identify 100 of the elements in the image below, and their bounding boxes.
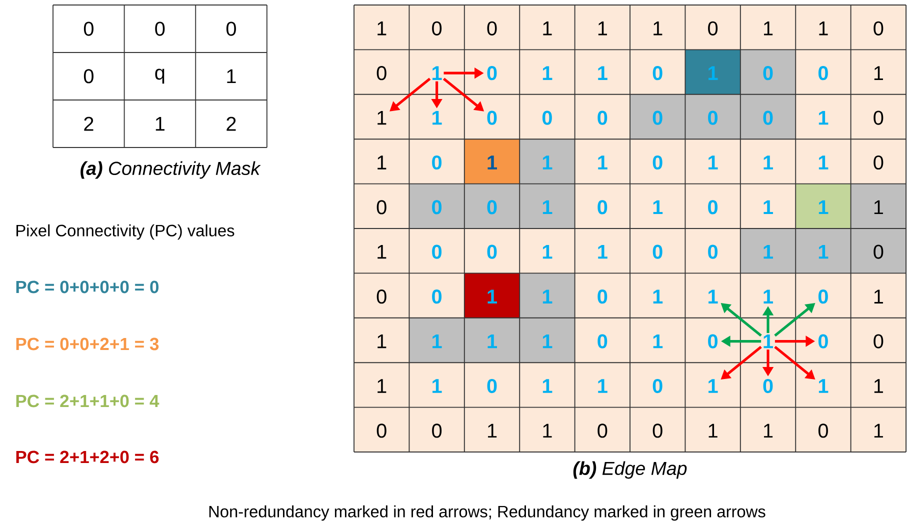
- pc-formula: PC = 2+1+2+0 = 6: [16, 450, 159, 464]
- caption: (a) Connectivity Mask: [80, 161, 261, 179]
- grid-cell: 0: [740, 362, 796, 408]
- node-label: 0: [652, 378, 662, 394]
- grid-cell: 0: [630, 407, 686, 452]
- grid-cell: 0: [464, 5, 520, 50]
- mask-cell: 2: [84, 116, 94, 131]
- grid-cell: 1: [354, 318, 410, 363]
- grid-cell: 0: [740, 94, 796, 140]
- node-label: 0: [487, 110, 497, 125]
- grid-cell: 1: [354, 94, 410, 140]
- node-label: 1: [819, 22, 828, 36]
- node-label: 1: [378, 334, 386, 348]
- grid-cell: 0: [409, 184, 464, 228]
- grid-cell: 1: [574, 50, 630, 94]
- grid-cell: 0: [850, 5, 906, 50]
- node-label: 0: [652, 155, 662, 170]
- grid-cell: 1: [520, 228, 575, 274]
- grid-cell: 1: [520, 407, 575, 452]
- grid-cell: 1: [630, 273, 686, 318]
- node-label: 1: [598, 379, 608, 393]
- grid-cell: 1: [796, 94, 851, 140]
- node-label: 1: [764, 200, 773, 214]
- grid-cell: 1: [630, 5, 686, 50]
- node-label: 0: [432, 244, 442, 259]
- grid-cell: 0: [685, 318, 740, 363]
- grid-cell: 1: [464, 318, 520, 363]
- node-label: 0: [763, 378, 773, 394]
- grid-cell: 1: [520, 5, 575, 50]
- node-label: 1: [543, 424, 552, 438]
- grid-cell: 1: [685, 362, 740, 408]
- node-label: 1: [378, 244, 386, 259]
- node-label: 1: [542, 156, 552, 170]
- grid-cell: 1: [740, 228, 796, 274]
- grid-cell: 0: [464, 50, 520, 94]
- node-label: 0: [652, 244, 662, 259]
- node-label: 0: [818, 424, 828, 438]
- node-label: 0: [487, 378, 497, 394]
- heading: Pixel Connectivity (PC) values: [16, 224, 234, 240]
- node-label: 1: [378, 110, 386, 125]
- node-label: 0: [598, 334, 608, 348]
- node-label: 1: [818, 244, 828, 259]
- node-label: 1: [542, 334, 552, 348]
- grid-cell: 0: [850, 318, 906, 363]
- grid-cell: 1: [630, 184, 686, 228]
- node-label: 0: [874, 155, 884, 170]
- mask-cell: 2: [226, 116, 236, 131]
- node-label: 0: [874, 21, 884, 36]
- grid-cell: 0: [685, 5, 740, 50]
- node-label: 1: [543, 22, 552, 36]
- node-label: 1: [818, 156, 828, 170]
- grid-cell: 0: [850, 94, 906, 140]
- node-label: 0: [487, 21, 497, 36]
- grid-cell: 1: [409, 362, 464, 408]
- grid-cell: 1: [685, 273, 740, 318]
- node-label: 1: [708, 424, 718, 438]
- node-label: 0: [376, 66, 386, 80]
- grid-cell: 0: [685, 228, 740, 274]
- grid-cell: 1: [796, 139, 851, 184]
- node-label: 0: [432, 424, 442, 438]
- node-label: 1: [432, 379, 442, 393]
- grid-cell: 1: [850, 50, 906, 94]
- grid-cell: 0: [796, 318, 851, 363]
- grid-cell: 0: [520, 94, 575, 140]
- node-label: 1: [654, 22, 662, 36]
- grid-cell: 1: [850, 407, 906, 452]
- grid-cell: 1: [354, 228, 410, 274]
- caption: (b) Edge Map: [573, 461, 687, 479]
- node-label: 0: [376, 200, 386, 214]
- node-label: 1: [708, 290, 718, 304]
- grid-cell: 1: [740, 184, 796, 228]
- node-label: 1: [432, 334, 442, 348]
- grid-cell: 1: [685, 139, 740, 184]
- node-label: 1: [764, 424, 773, 438]
- node-label: 1: [598, 156, 608, 170]
- node-label: 0: [432, 200, 442, 214]
- node-label: 0: [818, 66, 828, 80]
- pc-formula: PC = 0+0+0+0 = 0: [16, 280, 159, 294]
- node-label: 1: [764, 156, 773, 170]
- node-label: 0: [874, 244, 884, 259]
- grid-cell: 1: [520, 139, 575, 184]
- node-label: 1: [874, 379, 883, 393]
- grid-cell: 1: [796, 228, 851, 274]
- node-label: 1: [598, 244, 608, 259]
- grid-cell: 0: [464, 228, 520, 274]
- grid-cell: 1: [796, 5, 851, 50]
- grid-cell: 0: [464, 184, 520, 228]
- grid-cell: 1: [850, 184, 906, 228]
- grid-cell: 1: [796, 184, 851, 228]
- node-label: 1: [598, 66, 608, 80]
- mask-cell: 0: [155, 22, 165, 36]
- grid-cell: 1: [354, 139, 410, 184]
- grid-cell: 0: [574, 407, 630, 452]
- node-label: 0: [708, 21, 718, 36]
- node-label: 1: [653, 290, 663, 304]
- node-label: 0: [432, 21, 442, 36]
- grid-cell: 0: [464, 362, 520, 408]
- note: Non-redundancy marked in red arrows; Redundancy marked in green arrows: [209, 505, 766, 521]
- node-label: 0: [818, 334, 828, 348]
- grid-cell: 1: [354, 362, 410, 408]
